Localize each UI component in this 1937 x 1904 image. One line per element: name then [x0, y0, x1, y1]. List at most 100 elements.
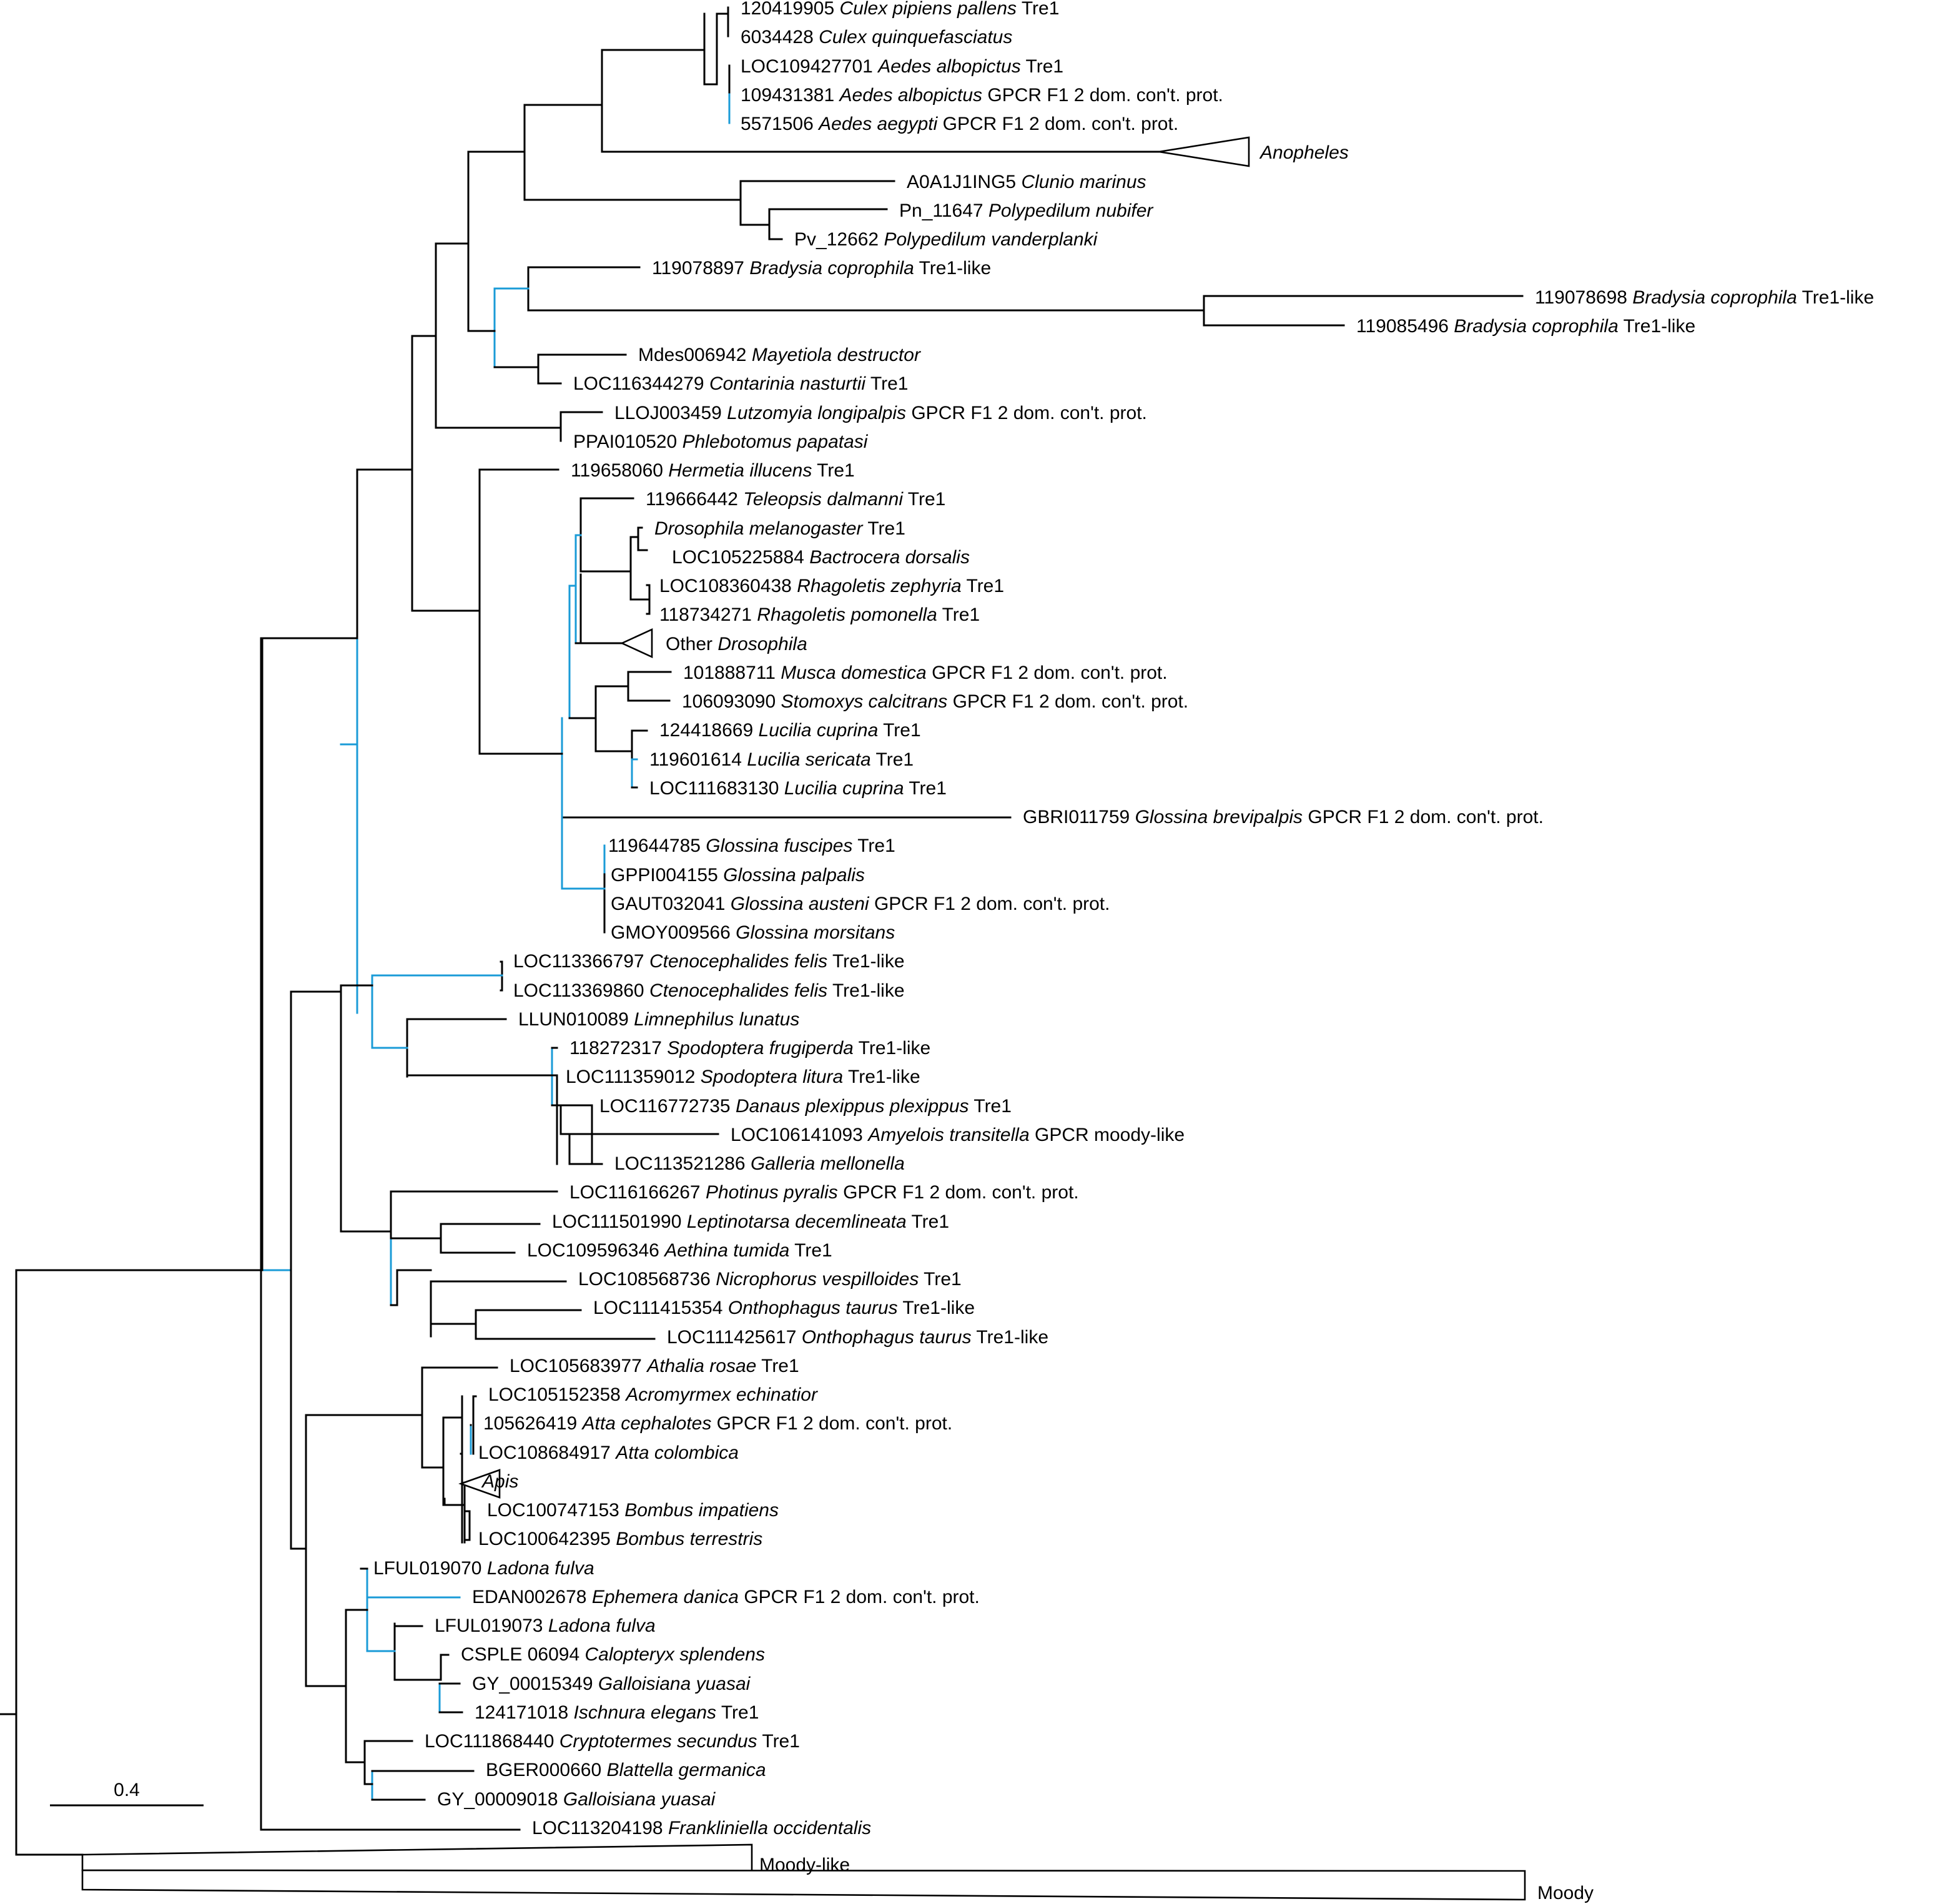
leaf-suffix: Tre1	[942, 604, 980, 625]
leaf-species: Blattella germanica	[606, 1760, 766, 1780]
leaf-suffix: Tre1-like	[902, 1298, 975, 1318]
leaf-label: LOC111425617 Onthophagus taurus Tre1-lik…	[667, 1327, 1048, 1348]
leaf-suffix: Tre1	[762, 1731, 800, 1752]
leaf-label: LOC100642395 Bombus terrestris	[478, 1529, 762, 1549]
leaf-species: Limnephilus lunatus	[634, 1009, 799, 1030]
leaf-id: LOC108684917	[478, 1443, 611, 1463]
leaf-id: LOC105683977	[510, 1356, 642, 1376]
leaf-id: 119078698	[1535, 287, 1627, 308]
leaf-species: Atta cephalotes	[581, 1413, 712, 1434]
leaf-id: GY_00009018	[437, 1789, 558, 1810]
leaf-id: Pn_11647	[899, 200, 983, 221]
leaf-label: PPAI010520 Phlebotomus papatasi	[573, 432, 869, 452]
leaf-species: Mayetiola destructor	[752, 345, 921, 365]
leaf-id: LOC106141093	[731, 1125, 863, 1145]
leaf-species: Onthophagus taurus	[802, 1327, 972, 1348]
leaf-suffix: GPCR F1 2 dom. con't. prot.	[943, 114, 1179, 134]
leaf-label: 119078897 Bradysia coprophila Tre1-like	[652, 258, 991, 279]
leaf-species: Frankliniella occidentalis	[668, 1818, 871, 1838]
anopheles-clade-triangle	[1158, 136, 1250, 167]
leaf-suffix: GPCR F1 2 dom. con't. prot.	[987, 85, 1223, 106]
leaf-labels: 120419905 Culex pipiens pallens Tre16034…	[373, 0, 1874, 1903]
leaf-label: GAUT032041 Glossina austeni GPCR F1 2 do…	[611, 894, 1110, 914]
leaf-species: Glossina palpalis	[723, 865, 865, 885]
leaf-label: LOC113366797 Ctenocephalides felis Tre1-…	[513, 951, 905, 972]
leaf-label: LOC116166267 Photinus pyralis GPCR F1 2 …	[569, 1182, 1079, 1203]
leaf-suffix: Tre1-like	[919, 258, 992, 279]
scale-bar-label: 0.4	[114, 1780, 140, 1800]
leaf-id: LOC113366797	[513, 951, 644, 972]
leaf-species: Galleria mellonella	[751, 1153, 905, 1174]
leaf-id: LOC100747153	[487, 1500, 619, 1521]
leaf-id: 106093090	[682, 691, 776, 712]
leaf-id: Pv_12662	[794, 229, 879, 250]
moody-clade-triangle	[81, 1869, 1526, 1901]
leaf-id: 118734271	[659, 604, 752, 625]
leaf-id: 6034428	[741, 27, 814, 47]
leaf-label: LOC113521286 Galleria mellonella	[614, 1153, 905, 1174]
leaf-suffix: Tre1	[1022, 0, 1060, 19]
leaf-suffix: Tre1	[966, 576, 1004, 596]
leaf-id: GAUT032041	[611, 894, 725, 914]
leaf-label: Mdes006942 Mayetiola destructor	[638, 345, 921, 365]
tree-branches	[0, 6, 1524, 1856]
leaf-suffix: Tre1-like	[859, 1038, 931, 1058]
leaf-label: 5571506 Aedes aegypti GPCR F1 2 dom. con…	[741, 114, 1178, 134]
leaf-species: Nicrophorus vespilloides	[716, 1269, 919, 1290]
leaf-label: 124171018 Ischnura elegans Tre1	[475, 1702, 759, 1723]
leaf-id: Moody-like	[759, 1855, 850, 1875]
leaf-id: 101888711	[683, 663, 776, 683]
leaf-label: GBRI011759 Glossina brevipalpis GPCR F1 …	[1023, 807, 1544, 827]
leaf-species: Calopteryx splendens	[584, 1644, 765, 1665]
leaf-label: LOC108568736 Nicrophorus vespilloides Tr…	[578, 1269, 962, 1290]
leaf-species: Bradysia coprophila	[749, 258, 914, 279]
leaf-id: A0A1J1ING5	[907, 172, 1016, 192]
leaf-species: Ctenocephalides felis	[649, 951, 827, 972]
leaf-label: EDAN002678 Ephemera danica GPCR F1 2 dom…	[472, 1587, 980, 1607]
leaf-id: LOC116344279	[573, 373, 704, 394]
leaf-label: 119658060 Hermetia illucens Tre1	[571, 460, 855, 481]
leaf-species: Aethina tumida	[663, 1240, 789, 1261]
leaf-suffix: Tre1	[761, 1356, 799, 1376]
leaf-species: Cryptotermes secundus	[559, 1731, 757, 1752]
leaf-label: LLUN010089 Limnephilus lunatus	[518, 1009, 799, 1030]
leaf-species: Culex quinquefasciatus	[819, 27, 1012, 47]
leaf-species: Glossina austeni	[731, 894, 870, 914]
leaf-suffix: Tre1-like	[832, 980, 905, 1001]
leaf-species: Atta colombica	[614, 1443, 739, 1463]
leaf-species: Clunio marinus	[1021, 172, 1146, 192]
leaf-id: 119078897	[652, 258, 744, 279]
leaf-label: 106093090 Stomoxys calcitrans GPCR F1 2 …	[682, 691, 1188, 712]
leaf-suffix: GPCR F1 2 dom. con't. prot.	[843, 1182, 1079, 1203]
leaf-suffix: Tre1	[911, 1211, 949, 1232]
leaf-label: GMOY009566 Glossina morsitans	[611, 922, 895, 943]
leaf-suffix: Tre1-like	[1802, 287, 1875, 308]
leaf-species: Anopheles	[1259, 142, 1349, 163]
apis-clade-triangle	[458, 1469, 501, 1499]
leaf-suffix: Tre1	[721, 1702, 759, 1723]
leaf-suffix: Tre1-like	[976, 1327, 1048, 1348]
leaf-id: 5571506	[741, 114, 814, 134]
leaf-species: Polypedilum vanderplanki	[884, 229, 1098, 250]
leaf-id: 119666442	[646, 489, 738, 510]
leaf-id: GBRI011759	[1023, 807, 1130, 827]
leaf-label: 101888711 Musca domestica GPCR F1 2 dom.…	[683, 663, 1168, 683]
leaf-label: 119085496 Bradysia coprophila Tre1-like	[1356, 316, 1695, 337]
leaf-label: LOC111359012 Spodoptera litura Tre1-like	[566, 1067, 920, 1087]
leaf-id: LOC100642395	[478, 1529, 611, 1549]
leaf-species: Lucilia cuprina	[784, 778, 904, 799]
leaf-id: LOC113369860	[513, 980, 644, 1001]
leaf-species: Amyelois transitella	[867, 1125, 1029, 1145]
leaf-suffix: Tre1	[817, 460, 855, 481]
leaf-id: 119085496	[1356, 316, 1449, 337]
leaf-id: LLOJ003459	[614, 403, 722, 423]
leaf-id: Other	[666, 634, 712, 654]
leaf-species: Bombus terrestris	[616, 1529, 762, 1549]
leaf-species: Ladona fulva	[487, 1558, 594, 1579]
leaf-id: 119644785	[608, 836, 701, 856]
leaf-label: 119601614 Lucilia sericata Tre1	[649, 749, 914, 770]
leaf-label: LOC111501990 Leptinotarsa decemlineata T…	[552, 1211, 949, 1232]
leaf-species: Culex pipiens pallens	[840, 0, 1017, 19]
collapsed-clades	[81, 136, 1526, 1901]
leaf-species: Hermetia illucens	[668, 460, 812, 481]
